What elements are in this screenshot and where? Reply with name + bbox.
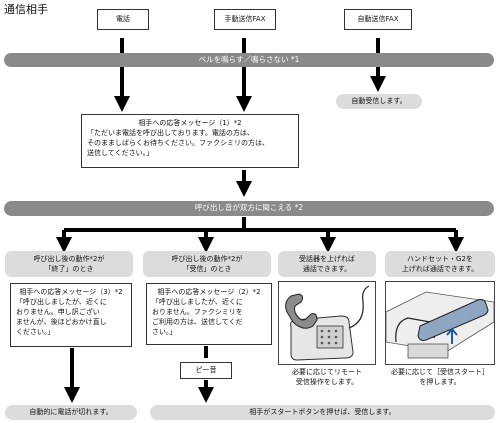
page-title: 通信相手	[4, 3, 48, 16]
branch1-result: 自動的に電話が切れます。	[5, 405, 137, 420]
handset-icon	[385, 291, 495, 359]
branch2-message-box: 相手への応答メッセージ（2）*2 「呼び出しましたが、近くに おりません。ファク…	[146, 283, 272, 345]
branch3-caption: 必要に応じてリモート 受信操作をします。	[292, 368, 362, 386]
top-message-box: 相手への応答メッセージ（1）*2 「ただいま電話を呼び出しております。電話の方は…	[81, 114, 299, 168]
branch2-header: 呼び出し後の動作*2が 「受信」のとき	[143, 251, 271, 277]
branch1-message-body: 「呼び出しましたが、近くに おりません。申し訳ござい ませんが、後ほどおかけ直し…	[16, 298, 107, 336]
source-auto-fax: 自動送信FAX	[344, 9, 412, 30]
source-manual-fax: 手動送信FAX	[214, 9, 276, 30]
top-message-title: 相手への応答メッセージ（1）*2	[138, 119, 242, 127]
telephone-icon	[285, 285, 370, 361]
handset-illustration	[385, 281, 495, 365]
branch4-caption: 必要に応じて［受信スタート］ を押します。	[391, 368, 489, 386]
ring-bar: ベルを鳴らす／鳴らさない *1	[4, 53, 494, 67]
branch3-header: 受話器を上げれば 通話できます。	[278, 251, 376, 277]
both-ring-bar: 呼び出し音が双方に聞こえる *2	[4, 201, 494, 216]
auto-receive-label: 自動受信します。	[336, 94, 422, 109]
branch1-message-title: 相手への応答メッセージ（3）*2	[19, 288, 123, 296]
telephone-illustration	[278, 281, 376, 365]
branch1-message-box: 相手への応答メッセージ（3）*2 「呼び出しましたが、近くに おりません。申し訳…	[10, 283, 132, 347]
branch1-header: 呼び出し後の動作*2が 「終了」のとき	[5, 251, 133, 277]
branch4-header: ハンドセット・G2を 上げれば通話できます。	[385, 251, 495, 277]
source-phone: 電話	[97, 9, 149, 30]
top-message-body: 「ただいま電話を呼び出しております。電話の方は、 そのまましばらくお待ちください…	[87, 129, 269, 157]
branch2-message-title: 相手への応答メッセージ（2）*2	[157, 288, 261, 296]
branch2-message-body: 「呼び出しましたが、近くに おりません。ファクシミリを ご利用の方は、送信してく…	[152, 298, 243, 336]
beep-box: ピー音	[180, 362, 232, 379]
bottom-receive-bar: 相手がスタートボタンを押せば、受信します。	[150, 405, 495, 420]
